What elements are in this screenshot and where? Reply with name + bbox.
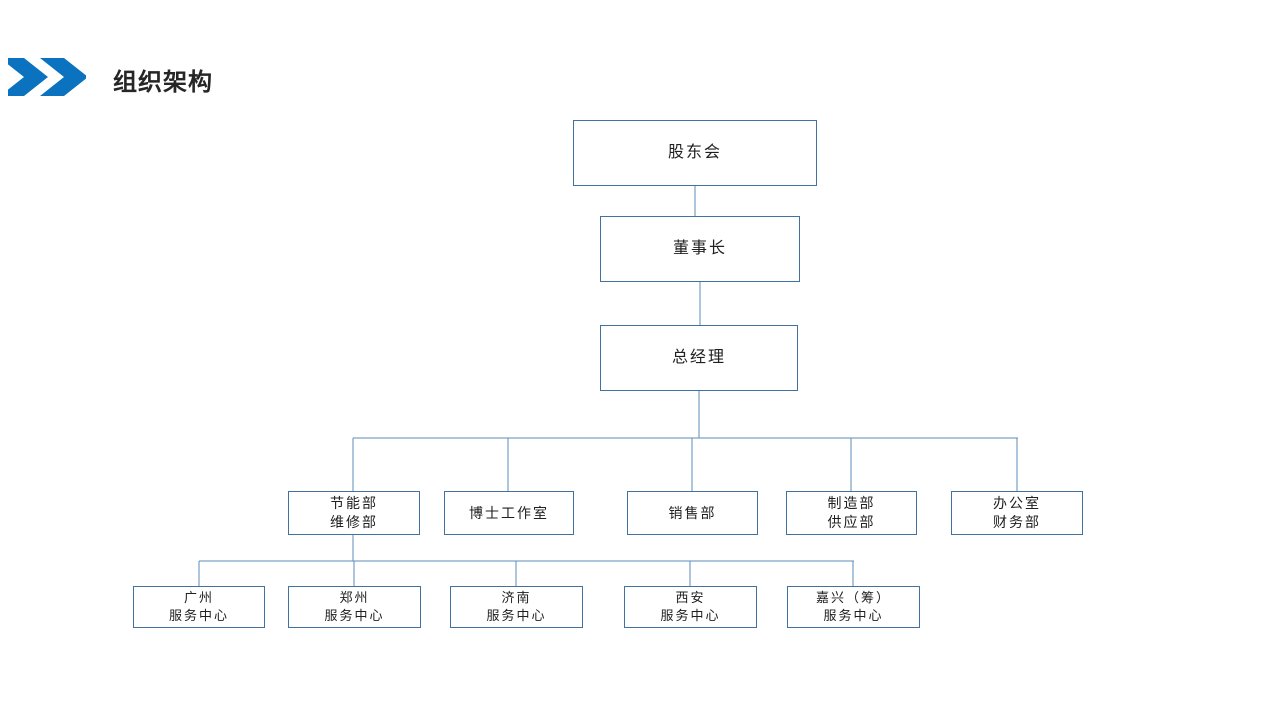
node-department-sales[interactable]: 销售部 (627, 491, 758, 535)
node-service-center-jiaxing[interactable]: 嘉兴（筹） 服务中心 (787, 586, 920, 628)
node-department-doctor-studio[interactable]: 博士工作室 (444, 491, 574, 535)
node-general-manager[interactable]: 总经理 (600, 325, 798, 391)
node-service-center-jinan[interactable]: 济南 服务中心 (450, 586, 583, 628)
node-department-office-finance[interactable]: 办公室 财务部 (951, 491, 1083, 535)
node-department-manufacturing-supply[interactable]: 制造部 供应部 (786, 491, 917, 535)
node-department-energy-maintenance[interactable]: 节能部 维修部 (288, 491, 420, 535)
node-shareholders[interactable]: 股东会 (573, 120, 817, 186)
node-chairman[interactable]: 董事长 (600, 216, 800, 282)
node-service-center-zhengzhou[interactable]: 郑州 服务中心 (288, 586, 421, 628)
double-chevron-right-icon (0, 56, 88, 98)
node-service-center-guangzhou[interactable]: 广州 服务中心 (133, 586, 265, 628)
node-service-center-xian[interactable]: 西安 服务中心 (624, 586, 757, 628)
page-title: 组织架构 (113, 69, 213, 96)
